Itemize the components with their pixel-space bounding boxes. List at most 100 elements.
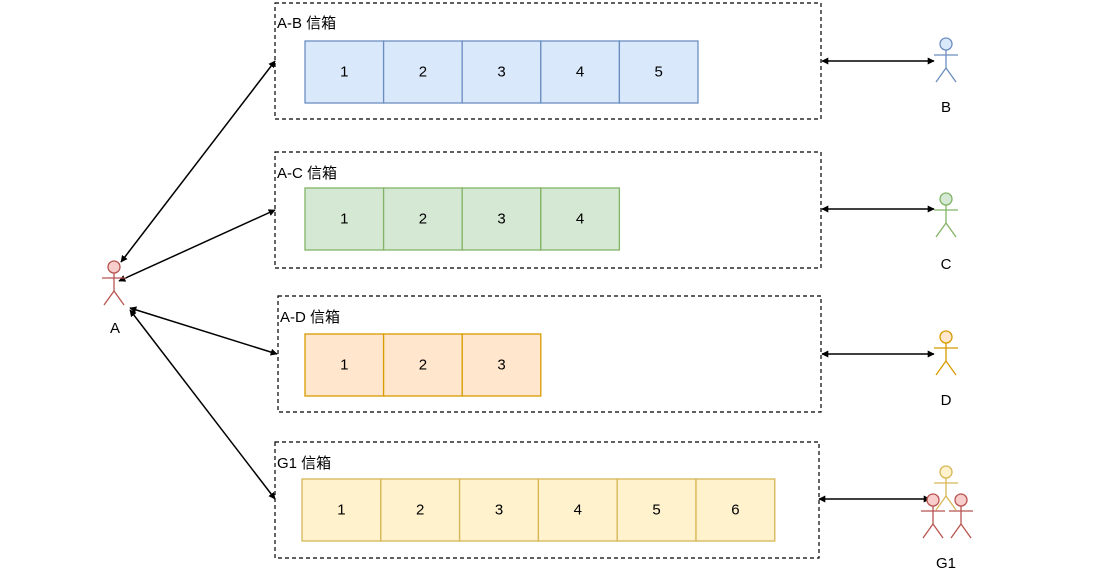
slot-box <box>537 478 618 542</box>
mailbox-slot: 1 <box>304 40 385 104</box>
stick-figure <box>102 260 126 306</box>
slot-label: 3 <box>497 64 505 81</box>
actor-g1-label: G1 <box>936 555 956 572</box>
link-a-to-ab <box>120 60 276 263</box>
mailbox-slot: 2 <box>382 333 463 397</box>
slot-label: 1 <box>340 64 348 81</box>
slot-label: 3 <box>497 211 505 228</box>
slot-box <box>382 187 463 251</box>
actor-limb <box>935 67 947 83</box>
slot-box <box>618 40 699 104</box>
actor-limb <box>960 523 972 539</box>
link-a-to-g1 <box>129 309 276 500</box>
slot-box <box>301 478 382 542</box>
mailbox-title-ad: A-D 信箱 <box>280 309 340 326</box>
actor-c-icon <box>934 192 958 238</box>
mailbox-frame-ad <box>277 295 822 413</box>
slot-box <box>461 333 542 397</box>
slot-label: 2 <box>416 502 424 519</box>
actor-limb <box>945 67 957 83</box>
slot-label: 5 <box>655 64 663 81</box>
slot-box <box>616 478 697 542</box>
slot-box <box>304 187 385 251</box>
slot-box <box>458 478 540 542</box>
link-a-to-ad <box>129 306 278 356</box>
link-a-to-ac <box>118 209 276 282</box>
actor-limb <box>935 222 947 238</box>
mailbox-slot: 6 <box>695 478 776 542</box>
mailbox-slot: 2 <box>380 478 461 542</box>
actor-limb <box>103 290 115 306</box>
slot-label: 1 <box>340 211 348 228</box>
actor-group-g1-icon <box>921 465 973 539</box>
actor-limb <box>945 495 957 511</box>
slot-box <box>695 478 776 542</box>
slot-label: 3 <box>495 502 503 519</box>
actor-head <box>939 330 953 344</box>
actor-head <box>107 260 121 274</box>
mailbox-slot: 1 <box>304 333 385 397</box>
slot-label: 4 <box>576 64 584 81</box>
actor-a-label: A <box>110 320 120 337</box>
mailbox-slot: 5 <box>618 40 699 104</box>
actor-limb <box>935 495 947 511</box>
mailbox-slots-ab: 1 2 3 4 5 <box>304 40 699 104</box>
slot-box <box>380 478 461 542</box>
mailbox-slots-ac: 1 2 3 4 <box>304 187 621 251</box>
mailbox-slot: 1 <box>301 478 382 542</box>
actor-limb <box>945 222 957 238</box>
actor-d-icon <box>934 330 958 376</box>
actor-c-label: C <box>941 256 952 273</box>
actor-limb <box>950 523 962 539</box>
stick-figure <box>949 493 973 539</box>
slot-label: 6 <box>731 502 739 519</box>
slot-box <box>382 333 463 397</box>
mailbox-slot: 4 <box>540 40 621 104</box>
stick-figure <box>934 37 958 83</box>
actor-head <box>939 37 953 51</box>
actor-b-label: B <box>941 99 951 116</box>
actor-head <box>954 493 968 507</box>
slot-label: 4 <box>576 211 584 228</box>
stick-figure <box>934 192 958 238</box>
slot-label: 3 <box>497 357 505 374</box>
actor-limb <box>113 290 125 306</box>
mailbox-slots-ad: 1 2 3 <box>304 333 542 397</box>
mailbox-frame-ac <box>274 151 822 269</box>
actor-head <box>939 192 953 206</box>
mailbox-title-ac: A-C 信箱 <box>277 165 337 182</box>
mailbox-slot: 3 <box>461 187 542 251</box>
slot-label: 5 <box>652 502 660 519</box>
actor-limb <box>945 360 957 376</box>
mailbox-slot: 4 <box>537 478 618 542</box>
stick-figure <box>921 493 945 539</box>
mailbox-slot: 3 <box>458 478 540 542</box>
stick-figure <box>934 330 958 376</box>
slot-box <box>540 187 621 251</box>
actor-limb <box>932 523 944 539</box>
actor-limb <box>935 360 947 376</box>
slot-label: 1 <box>337 502 345 519</box>
mailbox-slot: 1 <box>304 187 385 251</box>
mailbox-title-g1: G1 信箱 <box>277 455 331 472</box>
mailbox-slot: 3 <box>461 40 542 104</box>
slot-label: 2 <box>419 211 427 228</box>
slot-box <box>382 40 463 104</box>
mailbox-slots-g1: 1 2 3 4 5 6 <box>301 478 776 542</box>
stick-figure <box>934 465 958 511</box>
slot-label: 1 <box>340 357 348 374</box>
mailbox-slot: 3 <box>461 333 542 397</box>
actor-d-label: D <box>941 392 952 409</box>
actor-limb <box>922 523 934 539</box>
mailbox-title-ab: A-B 信箱 <box>277 15 336 32</box>
actor-b-icon <box>934 37 958 83</box>
slot-box <box>461 187 542 251</box>
slot-box <box>461 40 542 104</box>
slot-label: 4 <box>574 502 582 519</box>
mailbox-frame-ab <box>274 2 822 120</box>
slot-label: 2 <box>419 64 427 81</box>
mailbox-slot: 2 <box>382 40 463 104</box>
mailbox-slot: 2 <box>382 187 463 251</box>
slot-label: 2 <box>419 357 427 374</box>
